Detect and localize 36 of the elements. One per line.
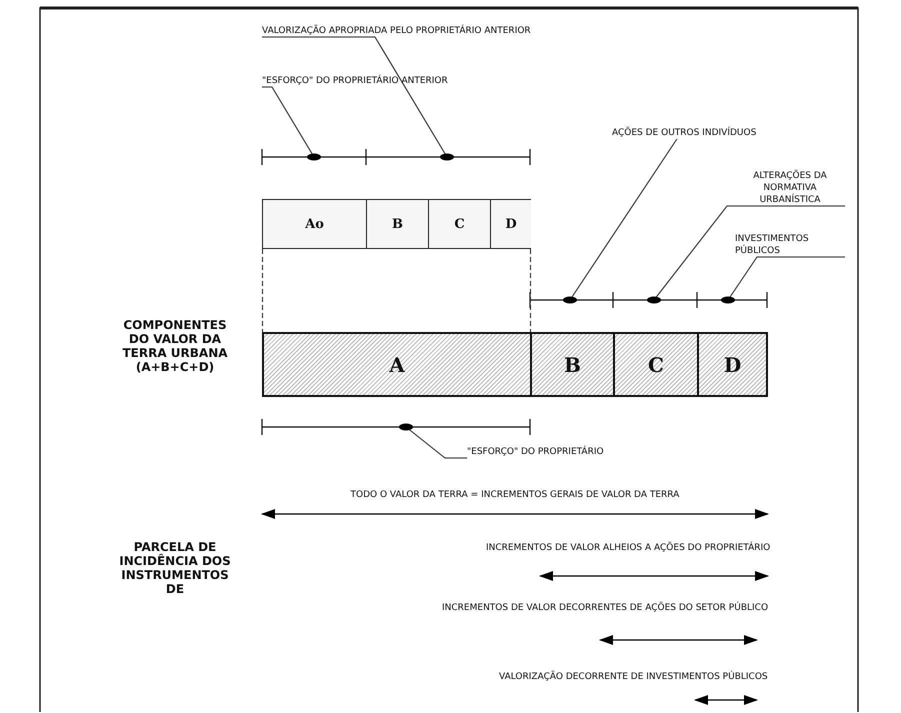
callout-text: AÇÕES DE OUTROS INDIVÍDUOS bbox=[612, 127, 756, 139]
bar-segment bbox=[366, 199, 429, 249]
bar-segment bbox=[697, 332, 768, 397]
bar-segment bbox=[530, 332, 615, 397]
segment-letter: Ao bbox=[305, 216, 324, 232]
callout-text: ALTERAÇÕES DA NORMATIVA URBANÍSTICA bbox=[735, 170, 845, 206]
leader-line bbox=[399, 424, 467, 459]
bar-segment bbox=[613, 332, 699, 397]
segment-letter: C bbox=[454, 216, 465, 232]
segment-letter: A bbox=[389, 352, 405, 376]
leader-line bbox=[721, 256, 845, 304]
dashed-connector bbox=[262, 249, 264, 332]
callout-text: VALORIZAÇÃO APROPRIADA PELO PROPRIETÁRIO ANTERIOR bbox=[262, 25, 531, 37]
leader-line bbox=[262, 86, 321, 160]
callout-text: "ESFORÇO" DO PROPRIETÁRIO ANTERIOR bbox=[262, 75, 448, 87]
callout-text: "ESFORÇO" DO PROPRIETÁRIO bbox=[467, 446, 604, 458]
leader-line bbox=[647, 205, 845, 304]
dimension-caption: INCREMENTOS DE VALOR ALHEIOS A AÇÕES DO PROPRIETÁRIO bbox=[486, 543, 770, 553]
callout-text: INVESTIMENTOS PÚBLICOS bbox=[735, 233, 845, 257]
axis-heading: PARCELA DE INCIDÊNCIA DOS INSTRUMENTOS DE bbox=[118, 540, 232, 596]
bar-segment bbox=[490, 199, 531, 249]
axis-heading: COMPONENTES DO VALOR DA TERRA URBANA (A+B+C+D) bbox=[121, 318, 229, 374]
bar-segment bbox=[262, 199, 367, 249]
segment-letter: C bbox=[648, 352, 664, 376]
leader-line bbox=[563, 138, 678, 304]
bar-segment bbox=[262, 332, 532, 397]
dimension-caption: VALORIZAÇÃO DECORRENTE DE INVESTIMENTOS PÚBLICOS bbox=[499, 672, 768, 682]
segment-letter: B bbox=[392, 216, 403, 232]
dimension-caption: TODO O VALOR DA TERRA = INCREMENTOS GERAIS DE VALOR DA TERRA bbox=[350, 490, 680, 500]
dimension-caption: INCREMENTOS DE VALOR DECORRENTES DE AÇÕES DO SETOR PÚBLICO bbox=[442, 603, 768, 613]
segment-letter: B bbox=[564, 352, 581, 376]
dashed-connector bbox=[530, 249, 532, 332]
bar-segment bbox=[428, 199, 491, 249]
leader-line bbox=[262, 36, 454, 160]
segment-letter: D bbox=[724, 352, 742, 376]
segment-letter: D bbox=[505, 216, 517, 232]
